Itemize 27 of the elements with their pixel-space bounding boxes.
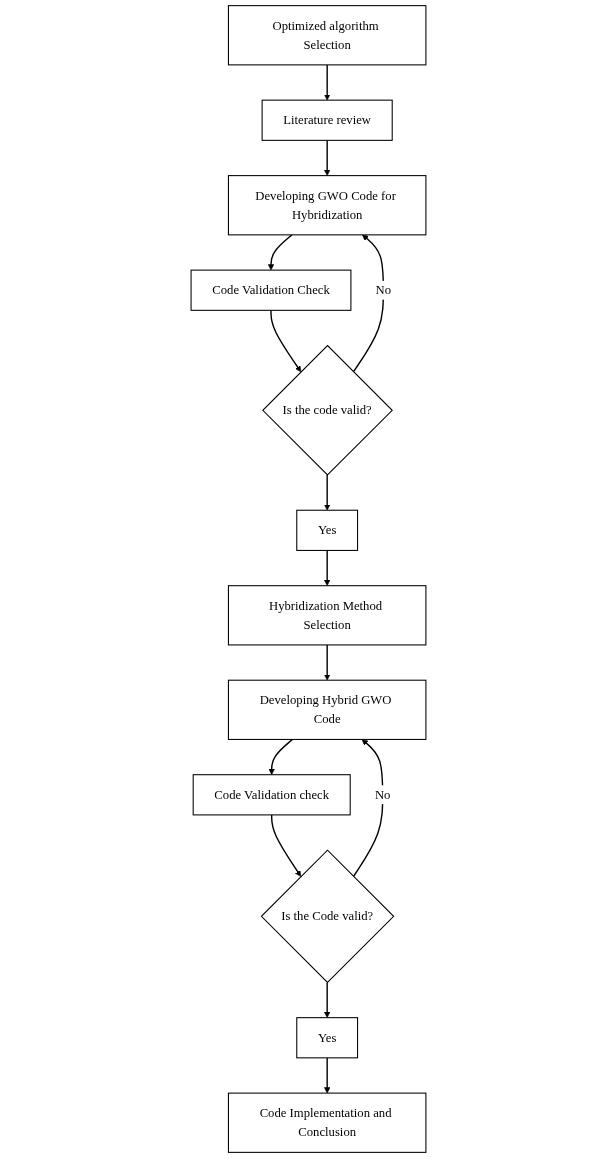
edge-label: No [375, 282, 391, 297]
arrow [267, 234, 293, 271]
edge-label: No [374, 787, 390, 802]
node-box: Developing Hybrid GWO Code [227, 679, 426, 740]
arrow [323, 644, 330, 681]
arrow [323, 981, 330, 1018]
node-box: Literature review [261, 99, 393, 141]
node-diamond: Is the Code valid? [260, 849, 394, 984]
arrow [323, 1057, 330, 1094]
arrow [269, 309, 301, 373]
arrow [323, 139, 330, 176]
arrow [323, 474, 330, 511]
node-box: Developing GWO Code for Hybridization [227, 175, 426, 236]
node-box: Code Validation check [192, 774, 351, 816]
node-box: Hybridization Method Selection [227, 585, 426, 646]
arrow [323, 64, 330, 101]
node-box: Code Implementation and Conclusion [227, 1092, 426, 1153]
arrow [270, 814, 301, 877]
arrow [323, 549, 330, 586]
arrow [268, 738, 293, 775]
node-box: Yes [295, 509, 358, 551]
node-box: Code Validation Check [190, 269, 351, 311]
node-diamond: Is the code valid? [261, 344, 393, 476]
arrow [352, 234, 384, 373]
arrow [352, 739, 383, 878]
node-box: Yes [295, 1017, 358, 1059]
node-box: Optimized algorithm Selection [227, 5, 426, 66]
